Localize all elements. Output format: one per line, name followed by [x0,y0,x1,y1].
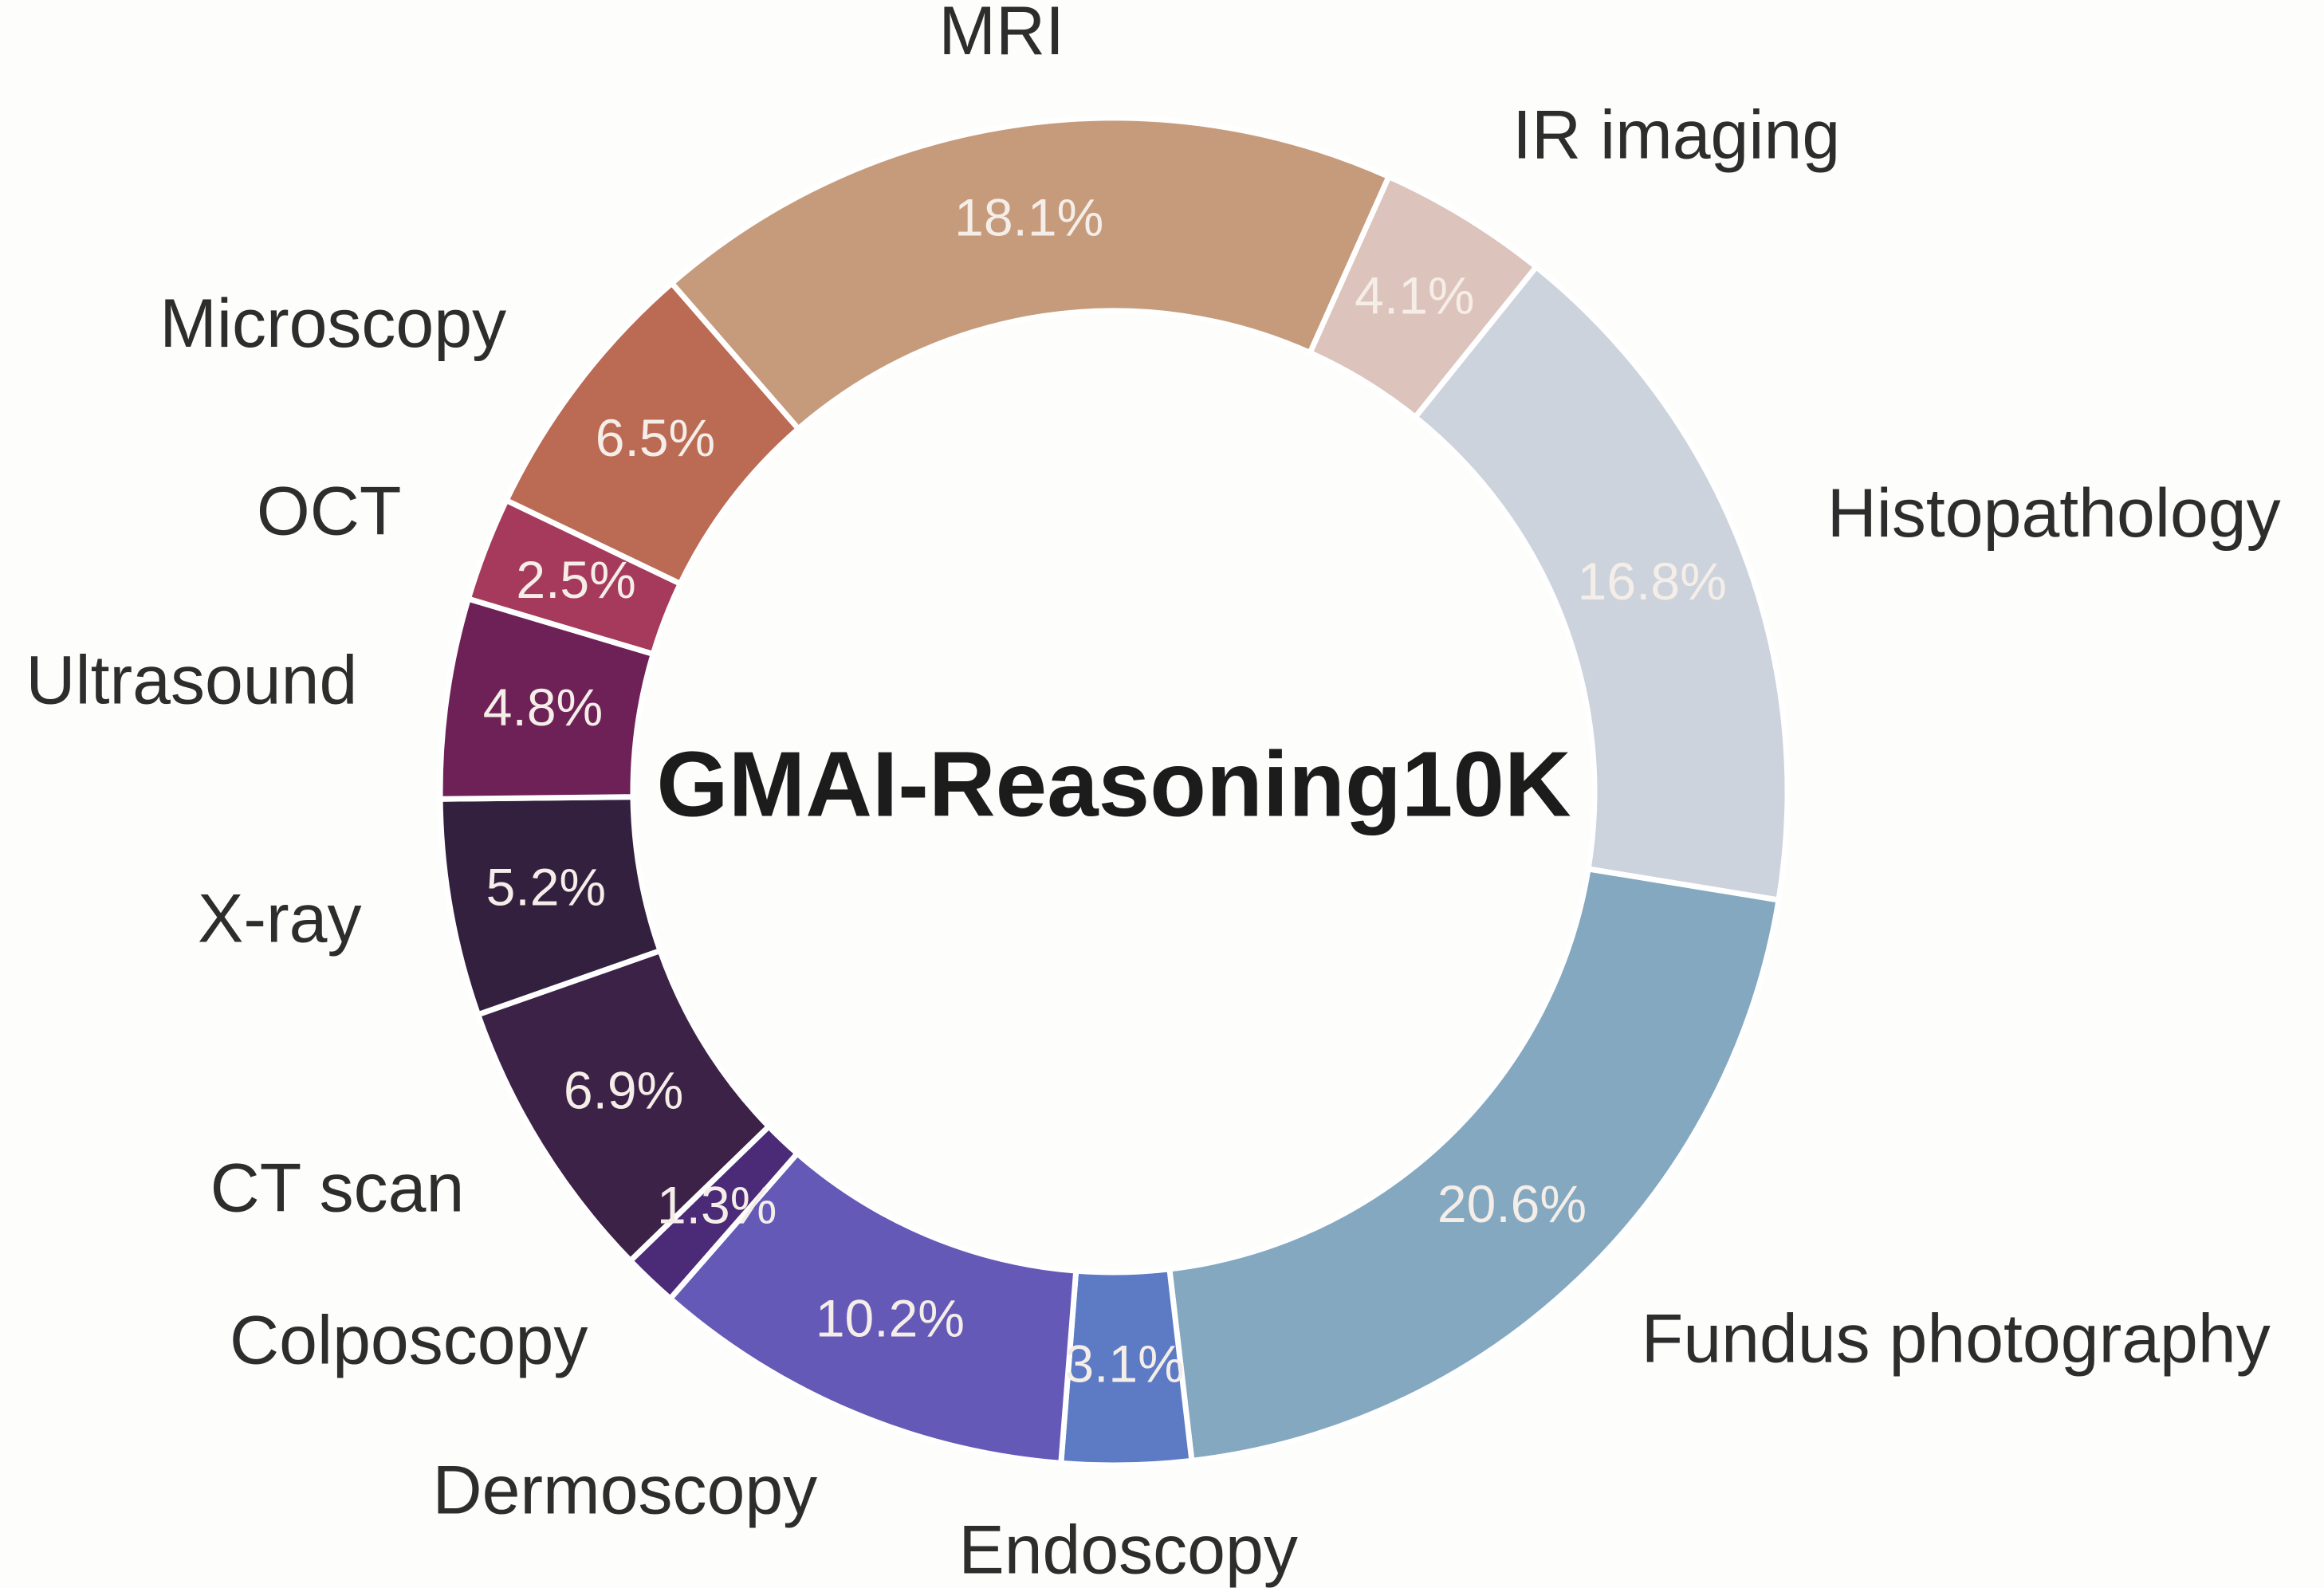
category-label-colposcopy: Colposcopy [230,1302,588,1378]
category-label-microscopy: Microscopy [159,285,506,362]
category-label-fundus-photography: Fundus photography [1642,1300,2271,1377]
slice-value-label-ultrasound: 4.8% [483,678,603,737]
category-label-ct-scan: CT scan [210,1150,465,1227]
slice-value-label-endoscopy: 3.1% [1064,1334,1184,1393]
chart-title: GMAI-Reasoning10K [656,733,1571,836]
slice-fundus-photography [1166,866,1782,1464]
slice-value-label-histopathology: 16.8% [1578,552,1727,611]
category-label-ultrasound: Ultrasound [26,642,357,718]
slice-value-label-fundus-photography: 20.6% [1437,1174,1587,1233]
slice-value-label-ir-imaging: 4.1% [1355,266,1474,325]
slice-histopathology [1412,264,1791,903]
slice-microscopy [503,280,801,587]
slice-value-label-microscopy: 6.5% [596,408,715,467]
slice-value-label-dermoscopy: 10.2% [816,1289,965,1348]
slice-value-label-x-ray: 5.2% [486,858,606,917]
category-label-mri: MRI [938,0,1064,69]
slice-value-label-oct: 2.5% [516,550,635,609]
slice-value-label-mri: 18.1% [954,187,1103,246]
category-label-x-ray: X-ray [198,881,361,957]
slice-value-labels-layer: 18.1% 4.1% 16.8% 20.6% 3.1% 10.2% 1.3% 6.9% 5.2%… [483,187,1727,1393]
donut-slices-layer [437,115,1791,1468]
category-label-endoscopy: Endoscopy [958,1512,1298,1588]
category-label-ir-imaging: IR imaging [1512,97,1840,174]
slice-value-label-colposcopy: 1.3% [657,1176,777,1235]
slice-mri [669,115,1392,432]
slice-value-label-ct-scan: 6.9% [564,1061,683,1120]
category-label-oct: OCT [257,473,402,549]
category-label-dermoscopy: Dermoscopy [432,1452,817,1529]
category-label-histopathology: Histopathology [1827,475,2281,552]
